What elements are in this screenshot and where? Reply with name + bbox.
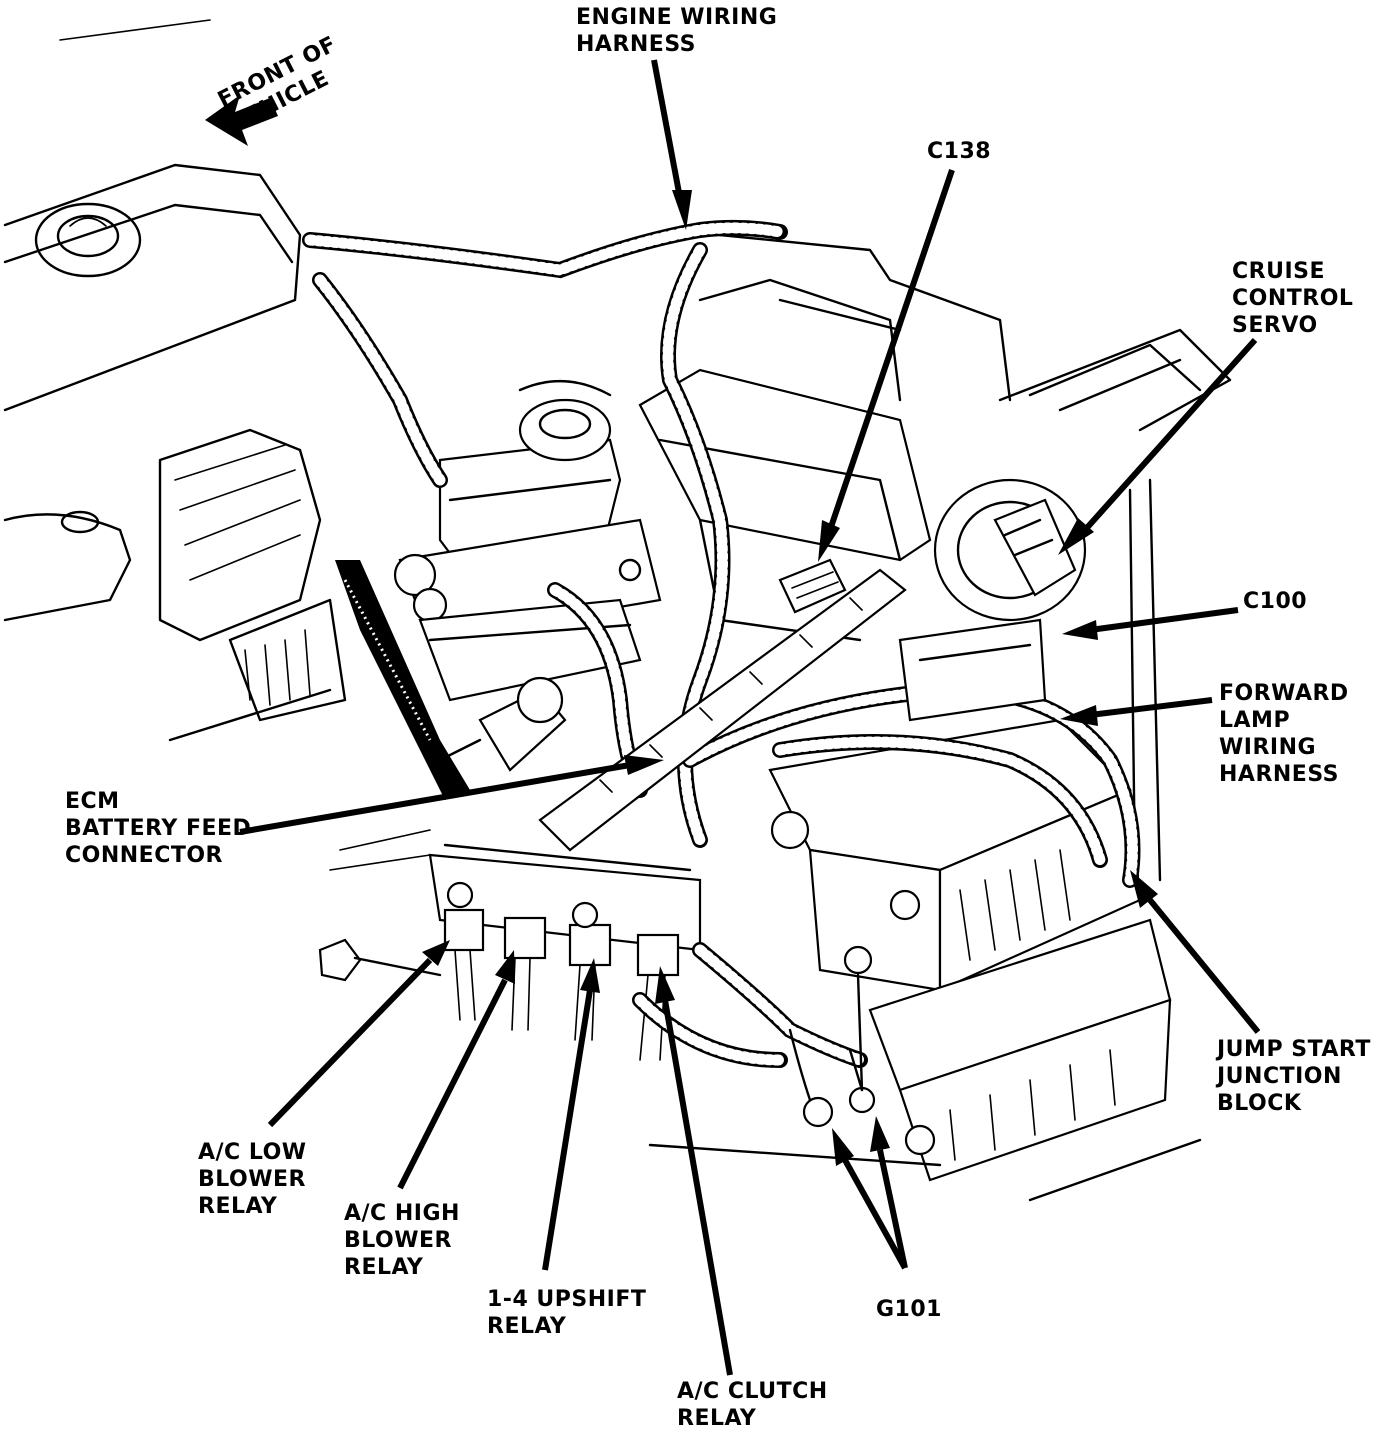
relay-center bbox=[318, 829, 702, 1061]
leader-upshift bbox=[542, 958, 600, 1271]
leader-c138 bbox=[818, 169, 955, 562]
label-ac-low-blower-relay: A/C LOW BLOWER RELAY bbox=[198, 1140, 307, 1219]
g101-ground bbox=[788, 945, 876, 1128]
leader-ac-high bbox=[397, 950, 515, 1190]
label-c100: C100 bbox=[1243, 589, 1308, 614]
label-upshift-relay: 1-4 UPSHIFT RELAY bbox=[487, 1287, 647, 1339]
c100-connector bbox=[898, 618, 1047, 722]
label-jump-start-junction-block: JUMP START JUNCTION BLOCK bbox=[1217, 1037, 1371, 1116]
label-ac-high-blower-relay: A/C HIGH BLOWER RELAY bbox=[344, 1201, 460, 1280]
label-ecm-battery-feed-connector: ECM BATTERY FEED CONNECTOR bbox=[65, 789, 252, 868]
fender-harness bbox=[335, 560, 470, 800]
junction-block bbox=[648, 918, 1202, 1202]
master-cylinder bbox=[393, 380, 662, 702]
leader-cruise-servo bbox=[1058, 337, 1258, 555]
leader-ac-clutch bbox=[655, 966, 733, 1376]
left-fender-area bbox=[3, 19, 347, 742]
label-cruise-control-servo: CRUISE CONTROL SERVO bbox=[1232, 259, 1354, 338]
label-c138: C138 bbox=[927, 139, 992, 164]
cable-bracket bbox=[438, 568, 907, 852]
leader-engine-harness bbox=[651, 59, 692, 230]
front-of-vehicle-arrow bbox=[205, 95, 278, 146]
leader-ecm-feed bbox=[239, 755, 664, 835]
leader-forward-lamp bbox=[1060, 697, 1213, 726]
label-ac-clutch-relay: A/C CLUTCH RELAY bbox=[677, 1379, 828, 1431]
leader-ac-low bbox=[267, 940, 450, 1128]
c138-connector bbox=[778, 558, 847, 614]
leader-jump-start bbox=[1130, 870, 1261, 1034]
leader-g101 bbox=[832, 1116, 908, 1270]
intake-assembly bbox=[638, 278, 1087, 642]
label-g101: G101 bbox=[876, 1297, 942, 1322]
label-forward-lamp-wiring-harness: FORWARD LAMP WIRING HARNESS bbox=[1219, 681, 1349, 787]
leader-c100 bbox=[1062, 607, 1239, 640]
label-engine-wiring-harness: ENGINE WIRING HARNESS bbox=[576, 5, 778, 57]
